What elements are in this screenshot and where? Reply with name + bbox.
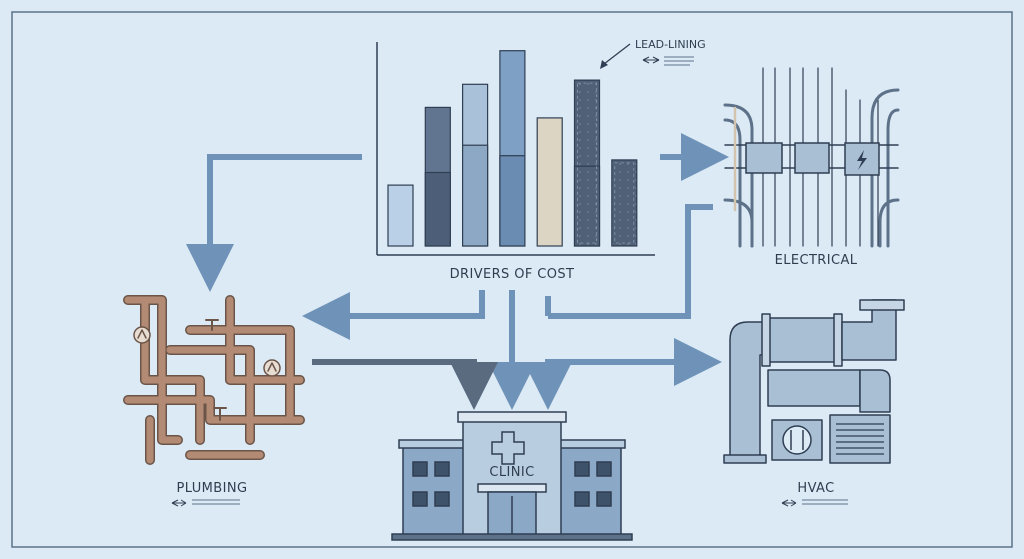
lead-lining-label: LEAD-LINING bbox=[635, 38, 706, 51]
arrow-drivers-to-plumbing bbox=[302, 290, 485, 340]
plumbing-illustration bbox=[123, 295, 305, 465]
plumbing-label: PLUMBING bbox=[177, 481, 248, 496]
chart-bar bbox=[387, 184, 414, 247]
chart-bar-segment bbox=[573, 165, 601, 247]
plumbing-legend-marks bbox=[171, 499, 240, 507]
chart-bar-segment bbox=[424, 171, 451, 247]
medical-cross-icon bbox=[491, 431, 525, 465]
arrow-electrical-loop bbox=[548, 204, 713, 319]
chart-bar-segment bbox=[499, 155, 526, 247]
chart-bar-lead-outline bbox=[614, 162, 635, 244]
flow-arrows bbox=[186, 133, 729, 410]
hvac-illustration bbox=[723, 299, 905, 464]
chart-bar-segment bbox=[462, 144, 489, 247]
electrical-illustration bbox=[723, 67, 900, 248]
arrow-chart-to-plumbing bbox=[186, 154, 362, 292]
arrow-right-to-clinic bbox=[524, 359, 612, 410]
hvac-legend-marks bbox=[781, 499, 848, 507]
drivers-of-cost-label: DRIVERS OF COST bbox=[450, 267, 575, 282]
clinic-label: CLINIC bbox=[489, 465, 534, 480]
lightning-icon bbox=[857, 150, 867, 170]
outer-frame bbox=[11, 11, 1013, 548]
lead-lining-annotation: LEAD-LINING bbox=[600, 38, 706, 69]
chart-bar-lead-outline bbox=[577, 82, 597, 244]
hvac-label: HVAC bbox=[797, 481, 834, 496]
electrical-label: ELECTRICAL bbox=[775, 253, 858, 268]
arrow-plumbing-to-clinic bbox=[312, 359, 498, 410]
cost-bar-chart bbox=[376, 42, 655, 256]
clinic-building bbox=[391, 411, 633, 541]
chart-bar bbox=[536, 117, 563, 247]
chart-bar bbox=[611, 159, 638, 247]
